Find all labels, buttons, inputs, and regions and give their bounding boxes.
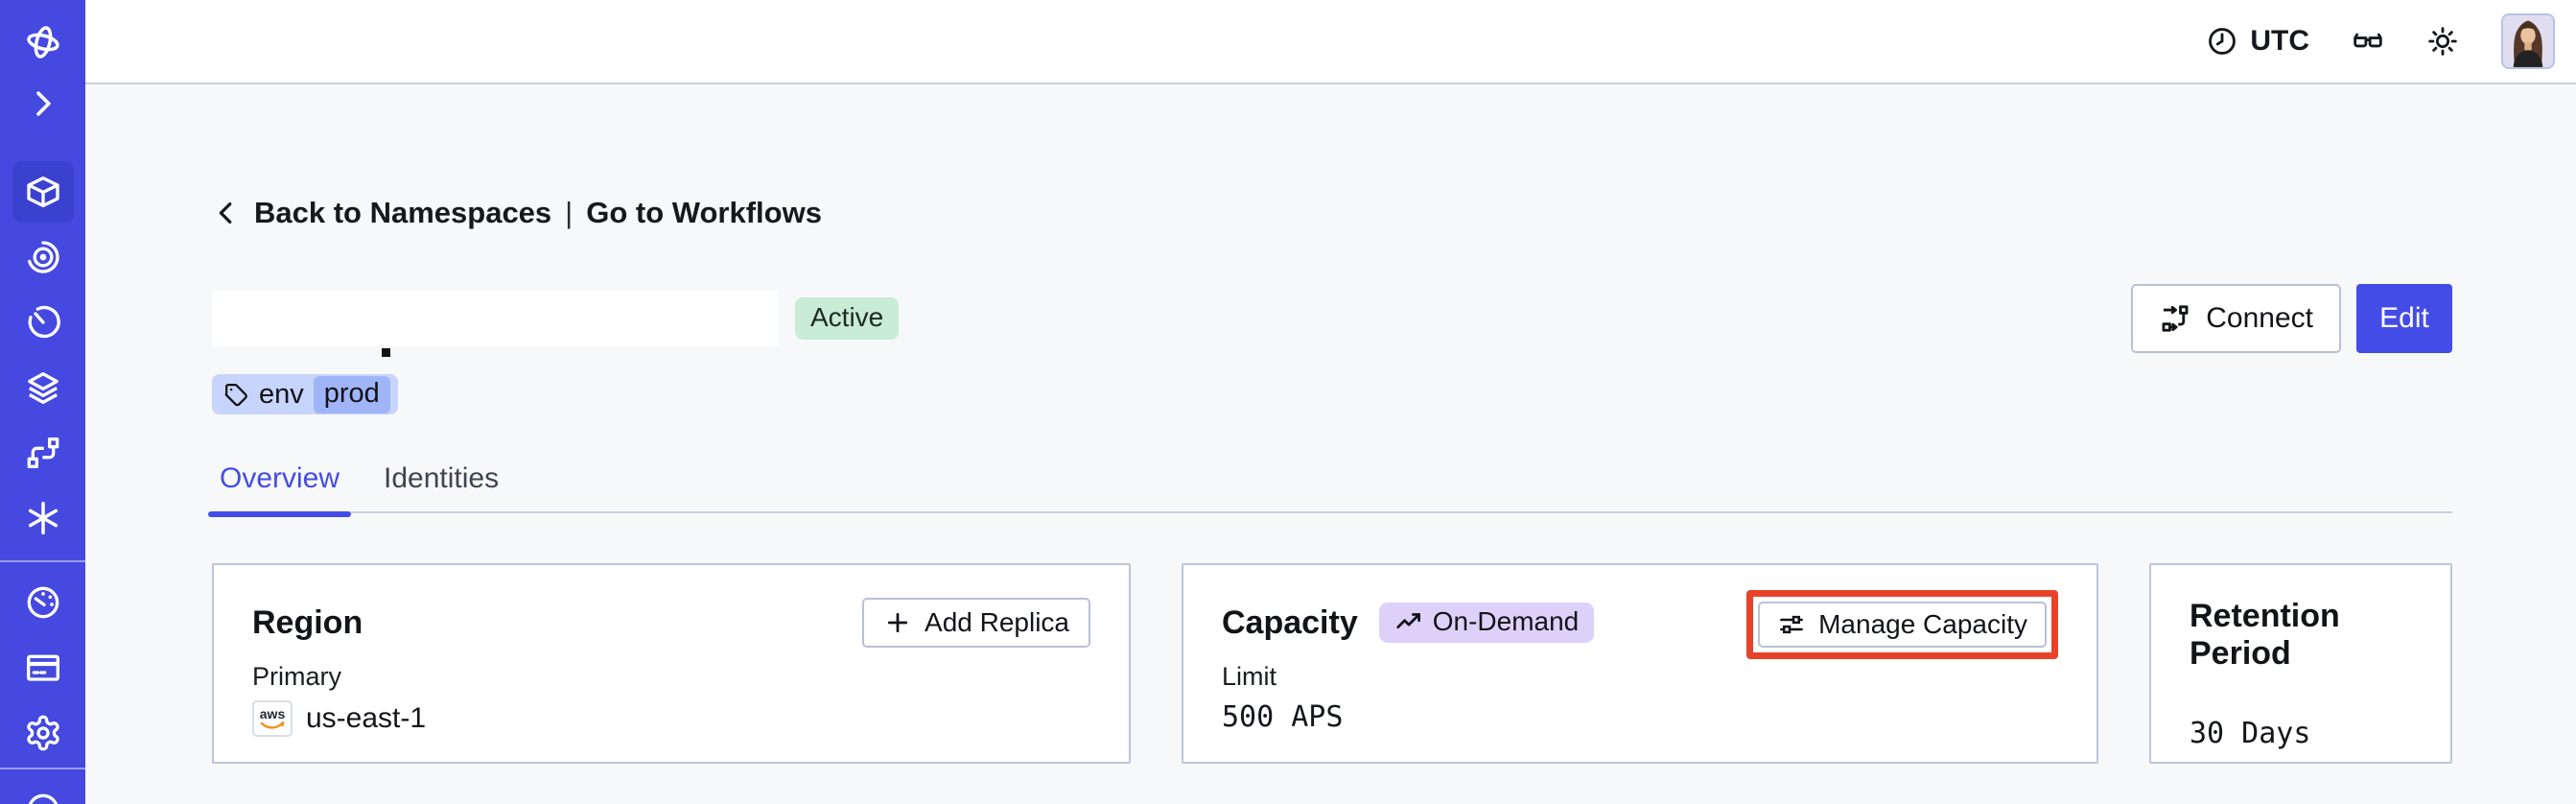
aws-logo: aws [252, 700, 293, 737]
region-card-title: Region [252, 603, 363, 641]
back-to-namespaces-link[interactable]: Back to Namespaces [254, 196, 552, 229]
retention-card: Retention Period 30 Days [2149, 563, 2452, 764]
sidebar [0, 0, 85, 804]
tag-value-chip: prod [313, 375, 390, 414]
connect-button[interactable]: Connect [2131, 284, 2341, 353]
go-to-workflows-link[interactable]: Go to Workflows [586, 196, 822, 229]
add-replica-label: Add Replica [925, 607, 1069, 637]
sidebar-item-support-partial[interactable] [24, 791, 62, 804]
retention-card-title: Retention Period [2190, 598, 2340, 672]
tab-overview[interactable]: Overview [207, 462, 352, 517]
namespace-title-row: Active Connect E [212, 284, 2452, 353]
trending-up-icon [1396, 613, 1420, 628]
reading-glasses-icon [2354, 33, 2382, 48]
tag-key: env [259, 378, 304, 410]
namespace-name-redacted [212, 291, 778, 346]
add-replica-button[interactable]: Add Replica [862, 598, 1090, 648]
region-card: Region Add Replica Primary aws [212, 563, 1131, 764]
plus-icon [887, 612, 908, 633]
dev-mode-button[interactable] [2352, 25, 2384, 58]
breadcrumb: Back to Namespaces | Go to Workflows [212, 196, 2452, 230]
connect-button-label: Connect [2206, 302, 2313, 334]
sidebar-item-nexus[interactable] [24, 499, 62, 537]
theme-toggle-button[interactable] [2426, 25, 2459, 58]
sidebar-item-billing[interactable] [24, 649, 62, 687]
expand-sidebar-chevron-icon[interactable] [24, 84, 62, 123]
on-demand-badge: On-Demand [1378, 603, 1595, 643]
usage-gauge-icon [27, 586, 59, 619]
redacted-text-artifact [382, 348, 390, 357]
main-column: UTC [85, 0, 2576, 804]
namespace-actions: Connect Edit [2131, 284, 2452, 353]
connect-flow-icon [2162, 305, 2189, 332]
chevron-left-icon[interactable] [212, 199, 241, 227]
overview-cards: Region Add Replica Primary aws [212, 563, 2452, 764]
schedules-icon [28, 305, 60, 339]
sidebar-item-batch-operations[interactable] [24, 434, 62, 472]
timezone-button[interactable]: UTC [2206, 25, 2309, 58]
sidebar-item-settings[interactable] [24, 714, 62, 752]
retention-value: 30 Days [2190, 717, 2311, 750]
status-badge: Active [795, 297, 900, 340]
topbar: UTC [85, 0, 2576, 84]
tab-identities[interactable]: Identities [384, 462, 500, 494]
user-avatar[interactable] [2501, 13, 2555, 69]
batch-operations-icon [27, 437, 59, 469]
region-value: us-east-1 [306, 702, 427, 734]
timezone-label: UTC [2250, 25, 2309, 57]
capacity-card-title: Capacity [1222, 603, 1358, 641]
manage-capacity-button[interactable]: Manage Capacity [1758, 602, 2047, 648]
sidebar-divider [0, 768, 85, 769]
deployments-layers-icon [27, 372, 59, 404]
sidebar-item-schedules[interactable] [24, 303, 62, 342]
clock-icon [2209, 28, 2236, 55]
namespace-detail-page: Back to Namespaces | Go to Workflows Act… [85, 84, 2576, 764]
sidebar-item-deployments[interactable] [24, 368, 62, 407]
tag-icon [224, 383, 247, 406]
on-demand-label: On-Demand [1432, 606, 1580, 636]
sidebar-item-workflows[interactable] [24, 238, 62, 276]
aws-smile-swoosh [260, 721, 285, 729]
workflows-icon [27, 241, 59, 273]
primary-label: Primary [252, 662, 341, 691]
temporal-logo-icon [24, 23, 62, 61]
light-theme-sun-icon [2428, 27, 2457, 56]
breadcrumb-separator: | [565, 196, 574, 229]
sidebar-divider [0, 560, 85, 562]
settings-gear-icon [26, 715, 59, 751]
sidebar-item-usage[interactable] [24, 583, 62, 622]
nexus-asterisk-icon [28, 501, 58, 535]
edit-button[interactable]: Edit [2356, 284, 2452, 353]
sliders-icon [1780, 615, 1803, 634]
sidebar-item-namespaces[interactable] [12, 161, 74, 223]
primary-region-value: aws us-east-1 [252, 700, 1090, 737]
namespace-tag: env prod [212, 374, 398, 414]
limit-label: Limit [1222, 662, 1277, 691]
annotation-highlight-box: Manage Capacity [1746, 590, 2058, 659]
billing-card-icon [26, 654, 59, 681]
avatar-portrait [2503, 15, 2553, 67]
tabbar: Overview Identities [207, 462, 2452, 517]
capacity-card: Capacity On-Demand [1182, 563, 2098, 764]
manage-capacity-label: Manage Capacity [1818, 609, 2027, 639]
tag-row: env prod [212, 374, 2452, 414]
support-icon [28, 793, 58, 804]
namespaces-cube-icon [24, 173, 62, 211]
limit-value: 500 APS [1222, 700, 1344, 734]
aws-logo-text: aws [260, 706, 286, 721]
